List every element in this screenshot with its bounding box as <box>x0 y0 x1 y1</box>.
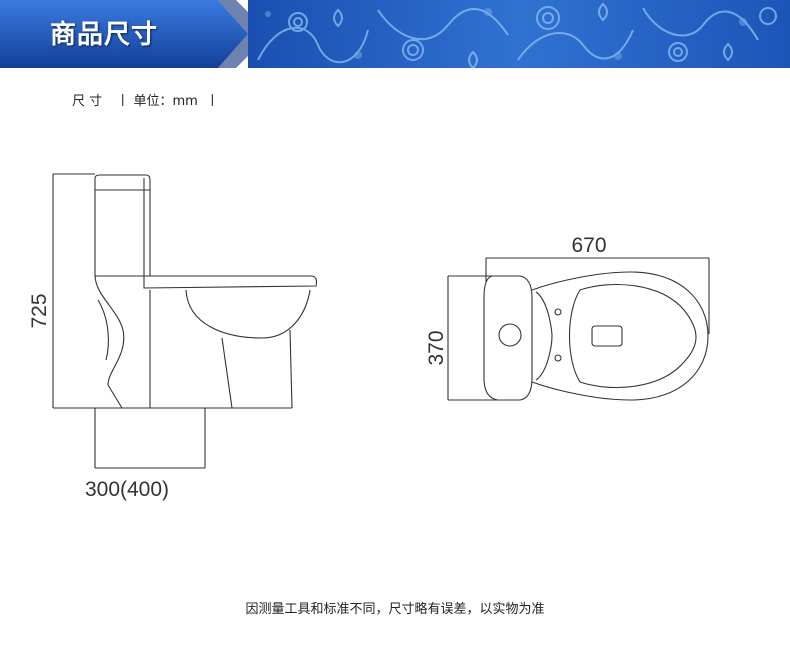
bowl-opening <box>569 283 697 389</box>
page-title: 商品尺寸 <box>50 20 159 50</box>
floral-pattern <box>248 0 790 68</box>
measurement-note: 因测量工具和标准不同，尺寸略有误差，以实物为准 <box>245 602 545 617</box>
drain-outlet <box>591 325 623 347</box>
width-dimension: 370 <box>425 330 448 365</box>
dimension-diagram: 725 300(400) 670 370 <box>28 173 710 501</box>
unit-line: 尺 寸 丨 单位：mm 丨 <box>72 90 219 109</box>
unit-label: 单位：mm <box>133 94 198 109</box>
header-banner: 商品尺寸 <box>0 0 790 68</box>
flush-button <box>498 323 522 347</box>
seat-outline <box>143 275 318 289</box>
size-label: 尺 寸 <box>72 94 103 109</box>
separator-left: 丨 <box>116 94 130 109</box>
height-dimension: 725 <box>28 293 51 328</box>
separator-right: 丨 <box>205 94 219 109</box>
tank-outline <box>94 174 151 277</box>
seat-top-outline <box>531 271 709 401</box>
bolt-top <box>554 308 562 316</box>
tank-top-outline <box>483 275 533 401</box>
bolt-bottom <box>554 354 562 362</box>
side-view <box>52 173 318 469</box>
bowl-outline <box>185 289 311 339</box>
banner-label-shape <box>0 0 248 68</box>
length-dimension: 670 <box>571 234 606 257</box>
top-view <box>447 257 710 401</box>
depth-dimension: 300(400) <box>85 478 169 501</box>
